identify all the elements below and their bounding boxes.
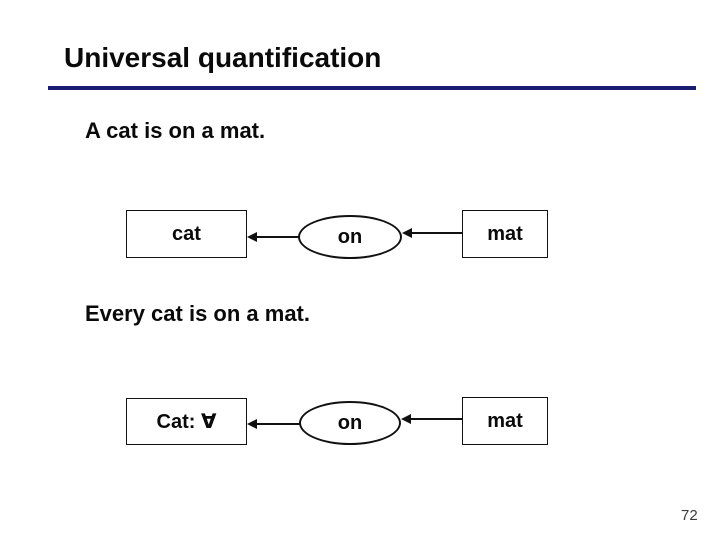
diagram2-subject-label: Cat: ∀ <box>156 411 217 433</box>
diagram1-object-label: mat <box>487 222 523 245</box>
arrow-shaft <box>257 236 301 238</box>
statement-a-cat: A cat is on a mat. <box>85 118 266 143</box>
arrowhead-left-icon <box>247 419 257 429</box>
diagram2-object-label: mat <box>487 409 523 432</box>
arrowhead-left-icon <box>401 414 411 424</box>
diagram1-object-node: mat <box>462 210 548 258</box>
arrowhead-left-icon <box>247 232 257 242</box>
diagram1-subject-node: cat <box>126 210 247 258</box>
diagram2-arrow-object-to-relation <box>401 413 462 425</box>
diagram2-object-node: mat <box>462 397 548 445</box>
diagram2-subject-node: Cat: ∀ <box>126 398 247 445</box>
arrow-shaft <box>257 423 301 425</box>
arrow-shaft <box>411 418 462 420</box>
page-number: 72 <box>681 507 698 524</box>
diagram1-relation-label: on <box>337 225 363 248</box>
title-divider-rule <box>48 86 696 90</box>
diagram2-relation-node: on <box>299 401 401 445</box>
diagram2-relation-label: on <box>337 411 363 434</box>
statement-every-cat: Every cat is on a mat. <box>85 301 310 326</box>
arrowhead-left-icon <box>402 228 412 238</box>
arrow-shaft <box>412 232 462 234</box>
diagram1-relation-node: on <box>298 215 402 259</box>
diagram2-arrow-relation-to-subject <box>247 418 301 430</box>
diagram1-arrow-relation-to-subject <box>247 231 301 243</box>
diagram1-subject-label: cat <box>172 222 201 245</box>
slide-title: Universal quantification <box>64 42 382 73</box>
diagram1-arrow-object-to-relation <box>402 227 462 239</box>
